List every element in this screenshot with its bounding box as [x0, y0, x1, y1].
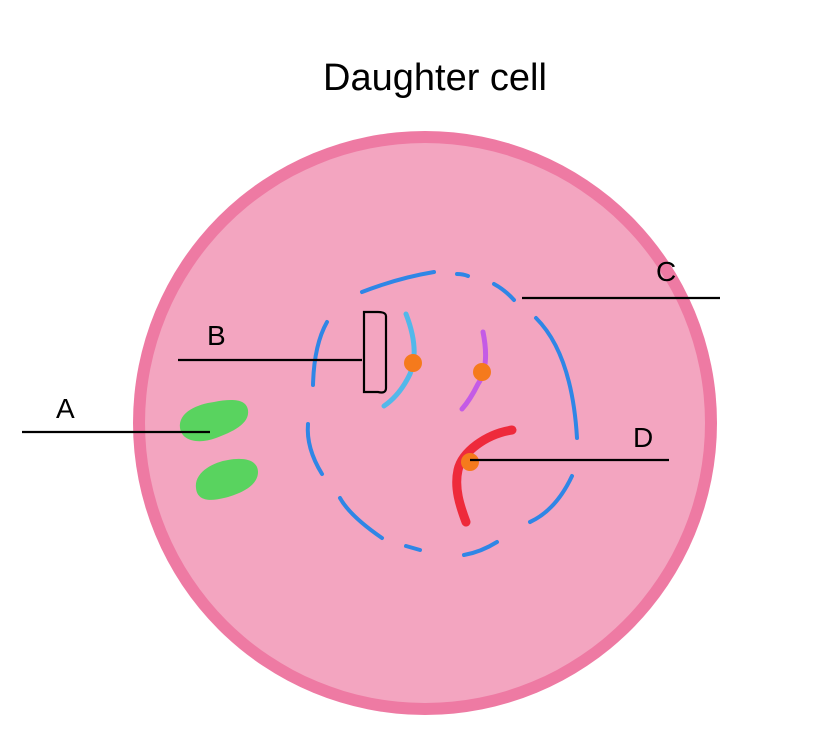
diagram-title: Daughter cell [323, 57, 547, 99]
nuclear-envelope-segment [404, 544, 422, 552]
nuclear-envelope-segment [360, 270, 436, 294]
label-c: C [656, 256, 676, 287]
label-b: B [207, 320, 226, 351]
centromere-red-chromatid [461, 453, 479, 471]
labels: A B C D [56, 256, 676, 453]
label-a: A [56, 393, 75, 424]
chromatid-purple [459, 329, 489, 412]
chromatid-red [452, 425, 517, 527]
centromere-purple-chromatid [473, 363, 491, 381]
nuclear-envelope-segment [534, 316, 579, 440]
nuclear-envelope-segment [455, 272, 470, 278]
nuclear-envelope [305, 270, 579, 557]
nuclear-envelope-segment [492, 282, 516, 302]
nuclear-envelope-segment [338, 496, 384, 540]
label-d: D [633, 422, 653, 453]
leader-lines [22, 296, 720, 462]
chromosomes [381, 311, 517, 527]
nuclear-envelope-segment [528, 474, 574, 524]
nuclear-envelope-segment [311, 320, 329, 387]
cytoplasm [145, 143, 705, 703]
cell [133, 131, 717, 715]
centromeres [404, 354, 491, 471]
nuclear-envelope-segment [462, 540, 499, 557]
centromere-blue-chromatid [404, 354, 422, 372]
chromatid-light-blue [381, 311, 417, 409]
bracket-b [362, 310, 388, 394]
nuclear-envelope-segment [305, 422, 324, 476]
organelle-lower [195, 458, 258, 500]
